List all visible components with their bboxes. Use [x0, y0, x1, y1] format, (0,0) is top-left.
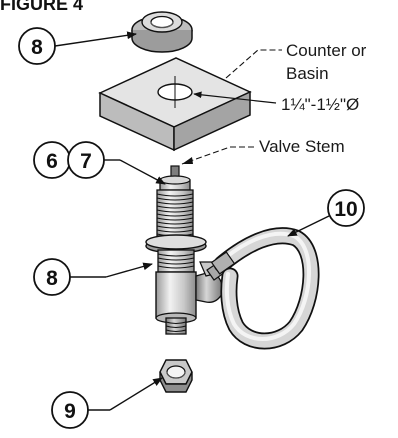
bottom-hex-nut [159, 359, 193, 393]
callout-7-text: 7 [80, 150, 92, 173]
callout-8-washer-text: 8 [46, 267, 58, 290]
basin-label: Basin [286, 64, 329, 83]
callout-bottom-nut: 9 [51, 377, 163, 429]
callout-8-top-text: 8 [31, 36, 43, 59]
hole-size-label: 1¼"-1½"Ø [281, 95, 359, 114]
valve-stem-label: Valve Stem [259, 137, 345, 156]
supply-hose [210, 227, 320, 350]
counter-leader [225, 49, 282, 79]
callout-hose: 10 [287, 189, 365, 237]
callout-top-nut: 8 [18, 27, 137, 65]
callout-9-text: 9 [64, 400, 76, 423]
callout-washer: 8 [33, 258, 153, 296]
callout-10-text: 10 [334, 198, 357, 221]
counter-slab [98, 57, 252, 152]
top-flange-nut [131, 11, 193, 53]
callout-6-text: 6 [46, 150, 58, 173]
callout-6-7: 6 7 [33, 141, 166, 185]
hole-leader [193, 91, 277, 104]
figure-title: FIGURE 4 [0, 0, 83, 14]
counter-label: Counter or [286, 41, 367, 60]
valve-assembly [145, 165, 229, 335]
valve-stem-leader [181, 146, 254, 165]
